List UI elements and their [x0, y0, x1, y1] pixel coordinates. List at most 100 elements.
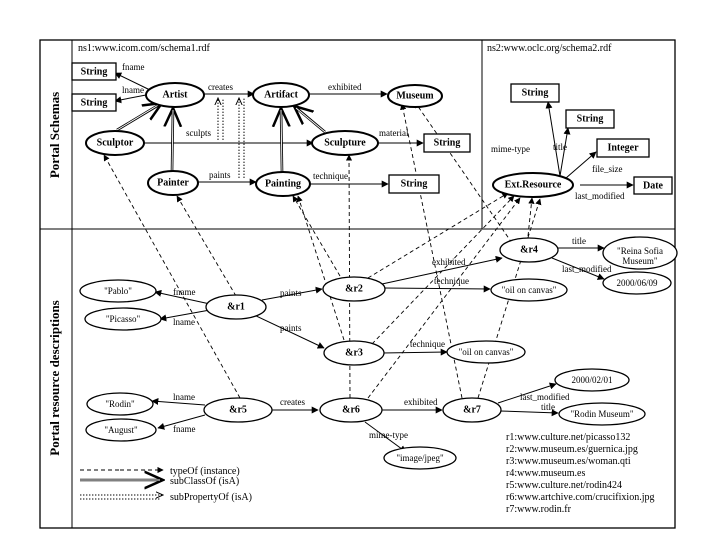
- node-image-jpeg: [383, 446, 457, 470]
- node-artifact: [252, 82, 310, 108]
- label-pablo: "Pablo": [104, 286, 132, 296]
- node-string-lname: [71, 93, 117, 112]
- edge-label-exhibited-schema: exhibited: [328, 82, 362, 92]
- edge-label-title-r4: title: [572, 236, 586, 246]
- edge-label-creates-schema: creates: [208, 82, 233, 92]
- label-oil-on-canvas-2: "oil on canvas": [459, 347, 514, 357]
- node-sculptor: [85, 130, 145, 156]
- label-painting: Painting: [265, 179, 301, 190]
- edge-technique-r2: [383, 285, 491, 293]
- node-oil-on-canvas-2: [446, 340, 526, 364]
- edge-label-paints-schema: paints: [209, 170, 231, 180]
- edge-fname-r1: [154, 289, 211, 305]
- label-string-technique: String: [401, 179, 428, 190]
- edge-label-title-schema: title: [553, 142, 567, 152]
- node-oil-on-canvas-1: [490, 278, 568, 302]
- label-string-material: String: [434, 138, 461, 149]
- edge-label-fname-schema: fname: [122, 62, 145, 72]
- edge-label-technique-schema: technique: [313, 171, 348, 181]
- label-date-2000-02-01: 2000/02/01: [571, 375, 612, 385]
- resource-uri-r3: r3:www.museum.es/woman.qti: [506, 456, 631, 467]
- typeof-r5-sculptor: [103, 154, 241, 399]
- edge-paints-r1-r2: [261, 286, 323, 301]
- node-august: [85, 418, 157, 442]
- edge-label-last-modified-r7: last_modified: [520, 392, 570, 402]
- edge-label-technique-r2: technique: [434, 276, 469, 286]
- edge-label-sculpts: sculpts: [186, 128, 211, 138]
- edge-file-size: [565, 151, 597, 179]
- typeof-r3-painting: [296, 195, 345, 341]
- label-sculpture: Sculpture: [324, 138, 366, 149]
- node-r4: [499, 237, 559, 263]
- label-r1: &r1: [227, 302, 245, 313]
- node-rodin: [86, 392, 154, 416]
- edge-last-modified-r4: [551, 257, 605, 280]
- typeof-r4-museum: [414, 101, 513, 244]
- node-r2: [322, 276, 386, 302]
- node-museum: [387, 84, 443, 108]
- edge-label-last-modified-schema: last_modified: [575, 191, 625, 201]
- node-rodin-museum: [558, 402, 646, 426]
- node-string-technique: [388, 174, 440, 194]
- node-r5: [203, 397, 273, 423]
- typeof-r4-extres: [527, 197, 535, 237]
- label-picasso: "Picasso": [106, 314, 141, 324]
- legend-subpropertyof: subPropertyOf (isA): [170, 492, 252, 503]
- resource-uri-r5: r5:www.culture.net/rodin424: [506, 480, 622, 491]
- resource-uri-r7: r7:www.rodin.fr: [506, 504, 572, 515]
- label-ext-resource: Ext.Resource: [505, 180, 562, 191]
- typeof-r2-extres: [367, 192, 509, 279]
- edge-label-mime-type-r6: mime-type: [369, 430, 408, 440]
- resource-uri-r6: r6:www.artchive.com/crucifixion.jpg: [506, 492, 654, 503]
- node-string-mime: [510, 83, 560, 103]
- edge-label-lname-schema: lname: [122, 85, 144, 95]
- label-string-title: String: [577, 114, 604, 125]
- edge-fname-schema: [114, 72, 151, 91]
- label-date-2000-06-09: 2000/06/09: [616, 278, 658, 288]
- resource-uri-r1: r1:www.culture.net/picasso132: [506, 432, 630, 443]
- section-label-descriptions: Portal resource descriptions: [47, 300, 62, 456]
- edge-label-file-size: file_size: [592, 164, 623, 174]
- edge-label-mime-type-schema: mime-type: [491, 144, 530, 154]
- edge-title-schema: [559, 127, 571, 177]
- edge-label-lname-r5: lname: [173, 392, 195, 402]
- node-picasso: [84, 307, 162, 331]
- section-label-schemas: Portal Schemas: [47, 92, 62, 178]
- node-date-2000-02-01: [554, 368, 630, 392]
- edge-technique-r3: [381, 348, 448, 356]
- node-sculpture: [311, 130, 379, 156]
- node-reina-sofia: [602, 236, 678, 270]
- node-string-material: [423, 133, 471, 153]
- label-date: Date: [643, 181, 664, 192]
- namespace-ns2: ns2:www.oclc.org/schema2.rdf: [487, 43, 612, 54]
- legend-typeof: typeOf (instance): [170, 466, 240, 477]
- edge-label-last-modified-r4: last_modified: [562, 264, 612, 274]
- typeof-r3-extres: [371, 195, 515, 345]
- node-r6: [319, 397, 383, 423]
- edge-label-paints-r1-r3: paints: [280, 323, 302, 333]
- legend-subclassof: subClassOf (isA): [170, 476, 239, 487]
- edge-label-material: material: [379, 128, 409, 138]
- node-ext-resource: [492, 172, 574, 198]
- edge-label-fname-r1: fname: [173, 287, 196, 297]
- label-artist: Artist: [163, 90, 189, 101]
- label-rodin: "Rodin": [105, 399, 135, 409]
- namespace-ns1: ns1:www.icom.com/schema1.rdf: [78, 43, 210, 54]
- node-date: [633, 176, 673, 195]
- edge-label-lname-r1: lname: [173, 317, 195, 327]
- edge-label-creates-r5-r6: creates: [280, 397, 305, 407]
- node-artist: [145, 82, 205, 108]
- edge-mime-type-r6: [364, 421, 407, 453]
- node-r7: [442, 397, 502, 423]
- edge-label-title-r7: title: [541, 402, 555, 412]
- label-string-lname: String: [81, 98, 108, 109]
- edge-mime-type-schema: [545, 101, 561, 177]
- edge-last-modified-r7: [497, 382, 557, 404]
- label-artifact: Artifact: [264, 90, 299, 101]
- label-sculptor: Sculptor: [97, 138, 134, 149]
- label-painter: Painter: [157, 178, 189, 189]
- label-oil-on-canvas-1: "oil on canvas": [502, 285, 557, 295]
- node-pablo: [79, 279, 157, 303]
